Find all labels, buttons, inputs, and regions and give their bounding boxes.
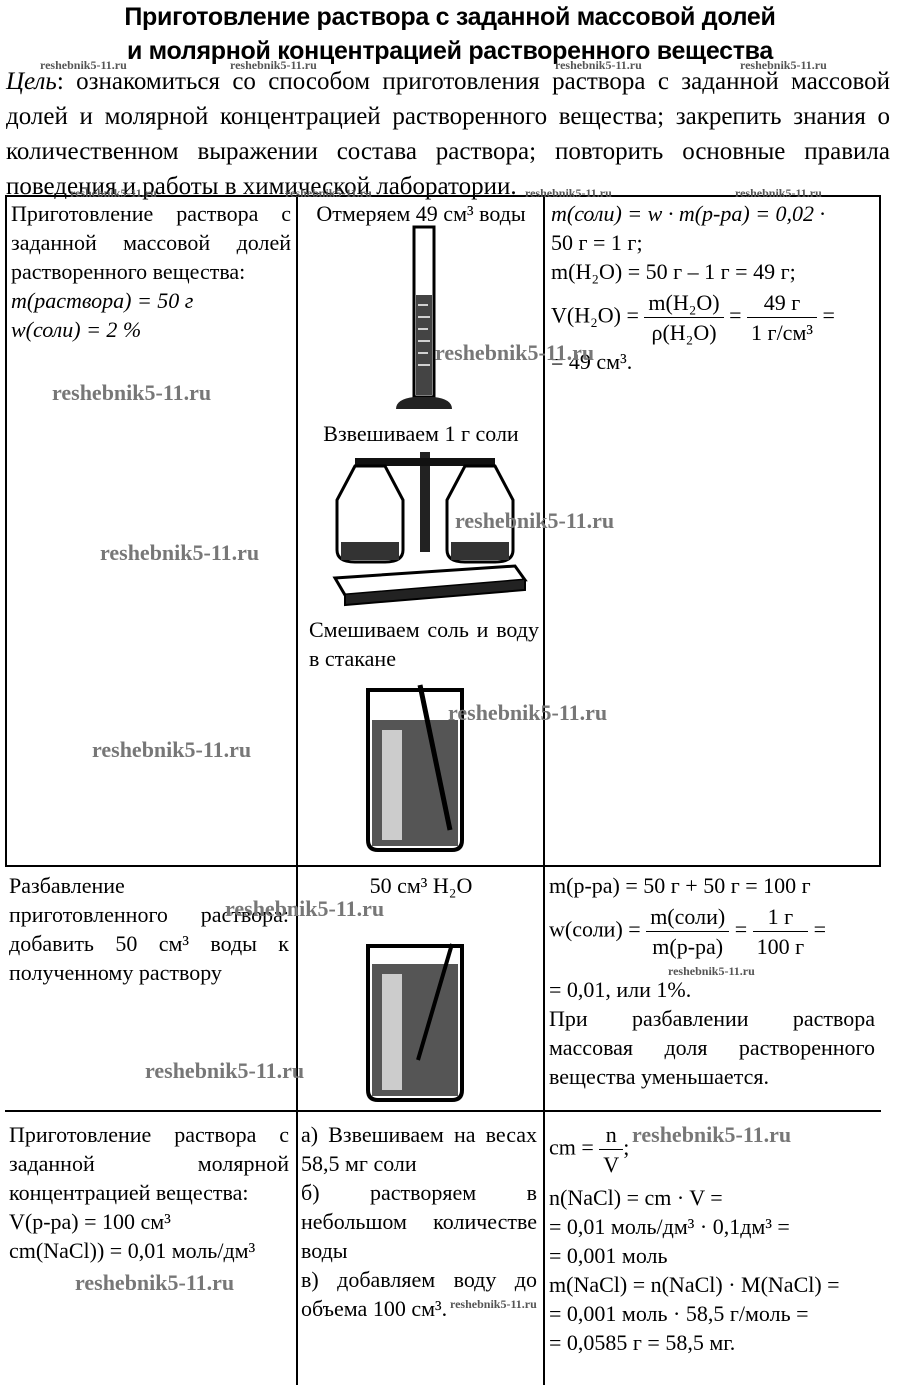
table-col-divider-1 [296, 195, 298, 1385]
row1-calc-water-mass: m(H₂O) = 50 г – 1 г = 49 г; [551, 259, 796, 284]
watermark: reshebnik5-11.ru [92, 737, 252, 762]
watermark: reshebnik5-11.ru [52, 380, 212, 405]
watermark: reshebnik5-11.ru [70, 186, 157, 200]
fraction-numerator: n [599, 1120, 624, 1150]
row1-given-mass: m(раствора) = 50 г [11, 288, 194, 313]
fraction-mass-ratio: m(соли)m(р-ра) [646, 902, 730, 961]
watermark: reshebnik5-11.ru [230, 58, 317, 72]
fraction-numerator: m(H₂O) [644, 288, 724, 318]
row3-given-concentration: cm(NaCl)) = 0,01 моль/дм³ [9, 1238, 256, 1263]
row1-calc-volume-result: = 49 см³. [551, 349, 633, 374]
row2-description: Разбавление приготовленного раствора: до… [9, 873, 289, 985]
watermark: reshebnik5-11.ru [75, 1270, 235, 1295]
row1-given-fraction: w(соли) = 2 % [11, 317, 142, 342]
row3-calc-moles-result: = 0,001 моль [549, 1243, 668, 1268]
watermark: reshebnik5-11.ru [455, 508, 615, 533]
watermark: reshebnik5-11.ru [145, 1058, 305, 1083]
fraction-denominator: 100 г [756, 934, 805, 959]
row3-steps: а) Взвешиваем на весах 58,5 мг соли б) р… [301, 1120, 537, 1323]
title-line-2: и молярной концентрацией растворенного в… [126, 37, 774, 65]
row3-calc-mass: m(NaCl) = n(NaCl) · M(NaCl) = [549, 1272, 840, 1297]
row3-left-cell: Приготовление раствора с заданной молярн… [9, 1120, 289, 1265]
fraction-label: w(соли) = [549, 916, 641, 942]
goal-label: Цель [6, 68, 57, 95]
row2-conclusion: При разбавлении раствора массовая доля р… [549, 1006, 875, 1089]
table-divider-row2 [5, 1110, 881, 1112]
fraction-denominator: 1 г/см³ [751, 320, 813, 345]
row3-step-b: б) растворяем в небольшом количестве вод… [301, 1180, 537, 1263]
row1-left-cell: Приготовление раствора с заданной массов… [11, 199, 291, 344]
goal-text: : ознакомиться со способом приготовления… [6, 68, 890, 200]
volume-label: V(H₂O) = [551, 302, 639, 328]
row3-description: Приготовление раствора с заданной молярн… [9, 1122, 289, 1205]
fraction-denominator: ρ(H₂O) [651, 320, 717, 345]
row1-right-cell: m(соли) = w · m(р-ра) = 0,02 · 50 г = 1 … [551, 199, 877, 376]
row2-water-label: 50 см³ H₂O [369, 873, 473, 898]
page-title: Приготовление раствора с заданной массов… [0, 0, 900, 68]
watermark: reshebnik5-11.ru [735, 186, 822, 200]
watermark: reshebnik5-11.ru [285, 186, 372, 200]
fraction-denominator: V [603, 1152, 620, 1177]
watermark: reshebnik5-11.ru [740, 58, 827, 72]
watermark: reshebnik5-11.ru [448, 700, 608, 725]
watermark: reshebnik5-11.ru [100, 540, 260, 565]
row1-step-measure: Отмеряем 49 см³ воды [316, 201, 526, 226]
table-border-left [5, 195, 7, 867]
fraction-numerator: m(соли) [646, 902, 730, 932]
watermark: reshebnik5-11.ru [632, 1122, 792, 1147]
watermark: reshebnik5-11.ru [435, 340, 595, 365]
row3-step-c: в) добавляем воду до объема 100 см³. [301, 1267, 537, 1321]
row2-calc-result: = 0,01, или 1%. [549, 977, 692, 1002]
row3-step-a: а) Взвешиваем на весах 58,5 мг соли [301, 1122, 537, 1176]
fraction-denominator: m(р-ра) [652, 934, 724, 959]
beaker-water-icon [366, 943, 464, 1102]
row3-calc-mass-result: = 0,0585 г = 58,5 мг. [549, 1330, 736, 1355]
title-line-1: Приготовление раствора с заданной массов… [124, 3, 776, 31]
table-border-right [879, 195, 881, 867]
row3-calc-moles: n(NaCl) = cm · V = [549, 1185, 723, 1210]
watermark: reshebnik5-11.ru [450, 1297, 537, 1311]
row1-calc-salt: m(соли) = w · m(р-ра) = 0,02 · [551, 201, 826, 226]
row2-right-cell: m(р-ра) = 50 г + 50 г = 100 г w(соли) = … [549, 871, 875, 1091]
row1-calc-salt-result: 50 г = 1 г; [551, 230, 643, 255]
row1-step-weigh: Взвешиваем 1 г соли [323, 421, 519, 446]
goal-paragraph: Цель: ознакомиться со способом приготовл… [6, 64, 890, 204]
table-divider-row1 [5, 865, 881, 867]
row3-given-volume: V(р-ра) = 100 см³ [9, 1209, 171, 1234]
fraction-mass-density: m(H₂O)ρ(H₂O) [644, 288, 724, 347]
graduated-cylinder-icon [396, 225, 452, 409]
experiment-table: Приготовление раствора с заданной массов… [5, 195, 881, 1385]
table-col-divider-2 [543, 195, 545, 1385]
balance-scale-icon [332, 452, 528, 607]
table-border-top [5, 195, 881, 197]
fraction-numerator: 1 г [752, 902, 809, 932]
watermark: reshebnik5-11.ru [225, 896, 385, 921]
beaker-icon [366, 684, 464, 852]
row2-calc-solution-mass: m(р-ра) = 50 г + 50 г = 100 г [549, 873, 811, 898]
watermark: reshebnik5-11.ru [525, 186, 612, 200]
row3-calc-mass-values: = 0,001 моль · 58,5 г/моль = [549, 1301, 809, 1326]
watermark: reshebnik5-11.ru [555, 58, 642, 72]
concentration-label: cm = [549, 1134, 594, 1160]
row1-description: Приготовление раствора с заданной массов… [11, 201, 291, 284]
watermark: reshebnik5-11.ru [40, 58, 127, 72]
fraction-numerator: 49 г [747, 288, 817, 318]
watermark: reshebnik5-11.ru [668, 964, 755, 978]
row1-step-mix: Смешиваем соль и воду в стакане [309, 617, 539, 671]
row3-calc-moles-values: = 0,01 моль/дм³ · 0,1дм³ = [549, 1214, 790, 1239]
